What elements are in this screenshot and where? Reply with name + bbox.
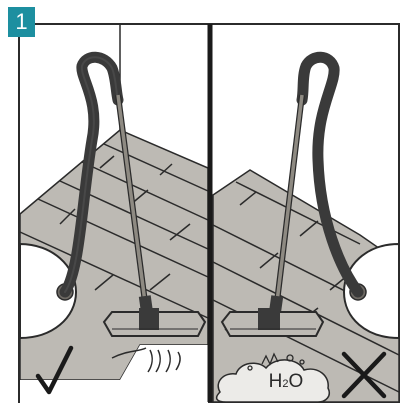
step-number-badge: 1 [8,7,35,37]
h2o-o: O [289,371,304,393]
h2o-h: H [269,371,283,393]
step-number: 1 [15,9,27,35]
